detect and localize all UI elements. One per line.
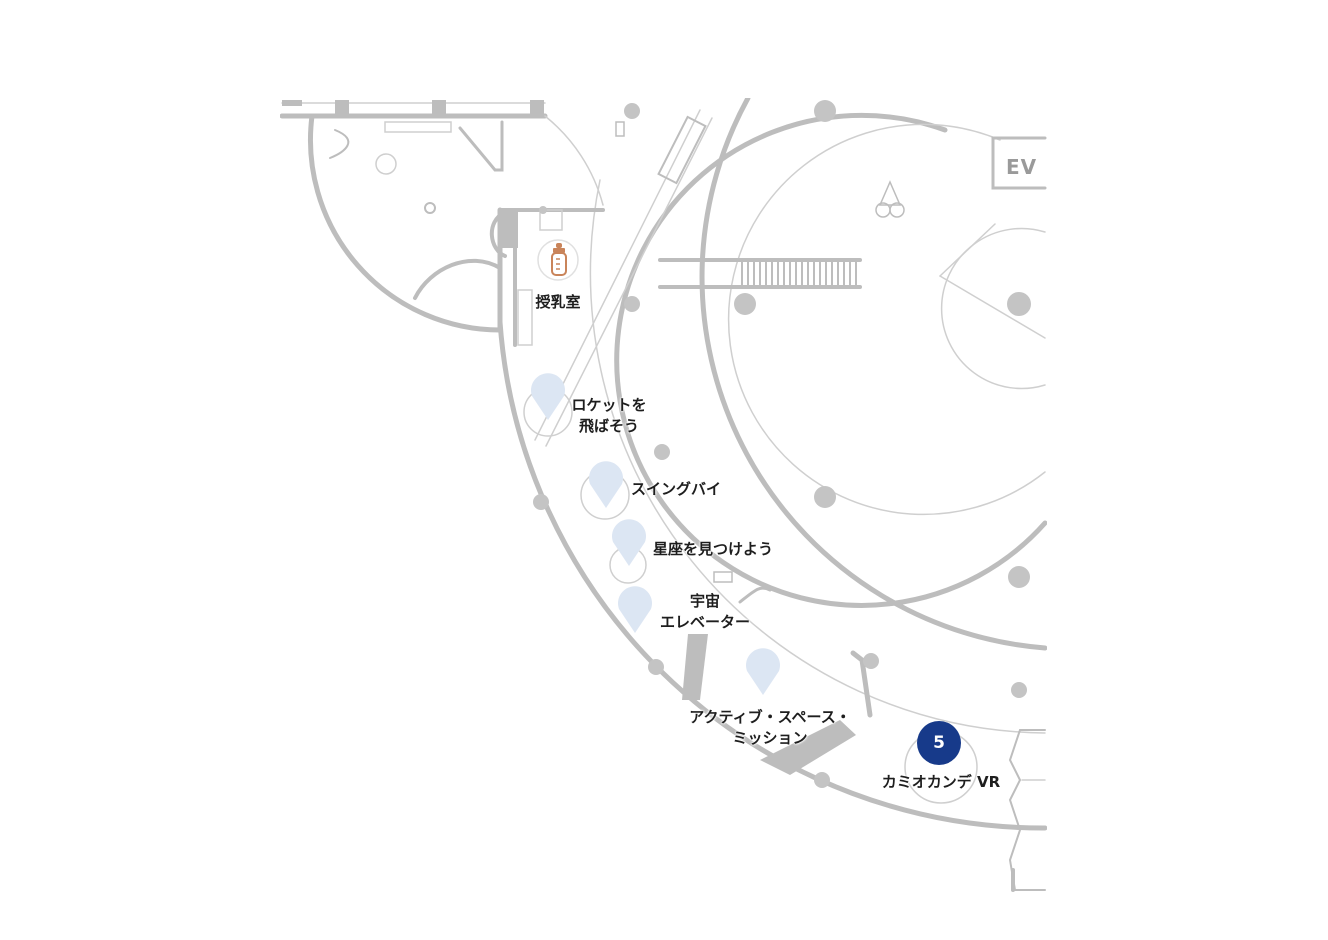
dome-middle-wall	[614, 112, 1047, 608]
outer-wall	[497, 319, 1047, 831]
baby-bottle-icon	[548, 243, 570, 277]
map-pin-icon[interactable]	[610, 516, 648, 566]
column-dots	[533, 100, 1031, 788]
attraction-label-space-elevator[interactable]: 宇宙 エレベーター	[659, 592, 751, 631]
map-pin-icon[interactable]	[587, 458, 625, 508]
map-pin-icon[interactable]	[616, 583, 654, 633]
kamiokande-vr-label[interactable]: カミオカンデ VR	[881, 773, 1001, 791]
dome-inner-line	[727, 123, 1046, 516]
map-pin-icon[interactable]	[744, 645, 782, 695]
elevator-box	[991, 136, 1047, 190]
corridor-line	[589, 179, 1046, 734]
attraction-label-constellation[interactable]: 星座を見つけよう	[652, 540, 774, 558]
attraction-label-swingby[interactable]: スイングバイ	[630, 480, 722, 498]
nursing-room-label: 授乳室	[535, 293, 581, 311]
top-left-room-wall	[307, 113, 503, 333]
map-pin-icon[interactable]	[529, 370, 567, 420]
dome-outer-wall	[699, 98, 1047, 651]
attraction-label-rocket[interactable]: ロケットを 飛ばそう	[571, 396, 647, 435]
elevator-label: EV	[1006, 155, 1038, 179]
number-badge[interactable]: 5	[917, 721, 961, 765]
stairs	[741, 259, 857, 288]
wall-blocks	[282, 100, 544, 248]
attraction-label-active-space-mission[interactable]: アクティブ・スペース・ ミッション	[689, 708, 851, 747]
dome-core-line	[940, 227, 1046, 390]
